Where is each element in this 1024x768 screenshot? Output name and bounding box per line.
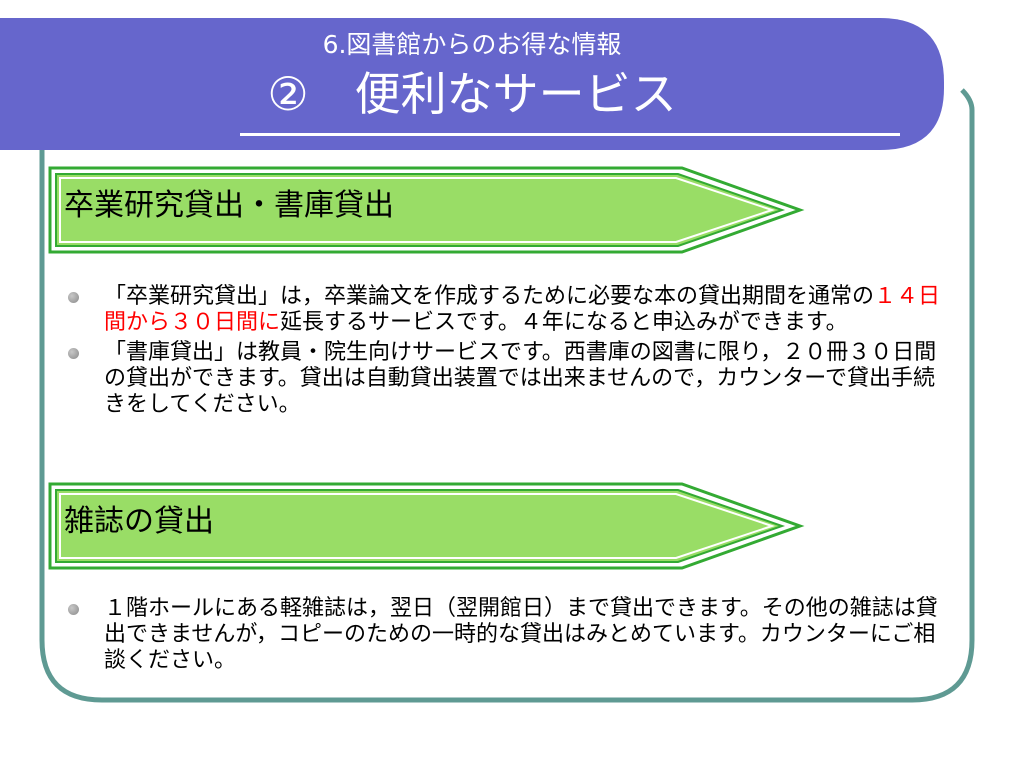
section-banner-2: 雑誌の貸出	[48, 482, 808, 570]
section-heading: 卒業研究貸出・書庫貸出	[64, 188, 394, 223]
section-heading: 雑誌の貸出	[64, 504, 214, 539]
slide-title: ② 便利なサービス	[267, 67, 677, 121]
bullet-list-2: １階ホールにある軽雑誌は，翌日（翌開館日）まで貸出できます。その他の雑誌は貸出で…	[62, 596, 942, 678]
bullet-text: 「書庫貸出」は教員・院生向けサービスです。西書庫の図書に限り，２０冊３０日間の貸…	[104, 340, 937, 417]
bullet-dot-icon	[68, 604, 79, 615]
header-underline	[240, 133, 900, 136]
bullet-text-after: 延長するサービスです。４年になると申込みができます。	[280, 310, 848, 335]
bullet-text: 「卒業研究貸出」は，卒業論文を作成するために必要な本の貸出期間を通常の	[104, 284, 875, 309]
list-item: １階ホールにある軽雑誌は，翌日（翌開館日）まで貸出できます。その他の雑誌は貸出で…	[62, 596, 942, 674]
header-band	[0, 18, 944, 150]
list-item: 「書庫貸出」は教員・院生向けサービスです。西書庫の図書に限り，２０冊３０日間の貸…	[62, 340, 942, 418]
content-frame-border	[39, 88, 975, 703]
bullet-dot-icon	[68, 292, 79, 303]
banner-arrow-shape	[48, 482, 805, 570]
bullet-list-1: 「卒業研究貸出」は，卒業論文を作成するために必要な本の貸出期間を通常の１４日間か…	[62, 284, 942, 422]
slide-subtitle: 6.図書館からのお得な情報	[322, 30, 622, 59]
bullet-text: １階ホールにある軽雑誌は，翌日（翌開館日）まで貸出できます。その他の雑誌は貸出で…	[104, 596, 938, 673]
banner-arrow-shape	[48, 166, 805, 254]
list-item: 「卒業研究貸出」は，卒業論文を作成するために必要な本の貸出期間を通常の１４日間か…	[62, 284, 942, 336]
section-banner-1: 卒業研究貸出・書庫貸出	[48, 166, 808, 254]
highlight-text: １４日間から３０日間に	[104, 284, 941, 335]
bullet-dot-icon	[68, 348, 79, 359]
